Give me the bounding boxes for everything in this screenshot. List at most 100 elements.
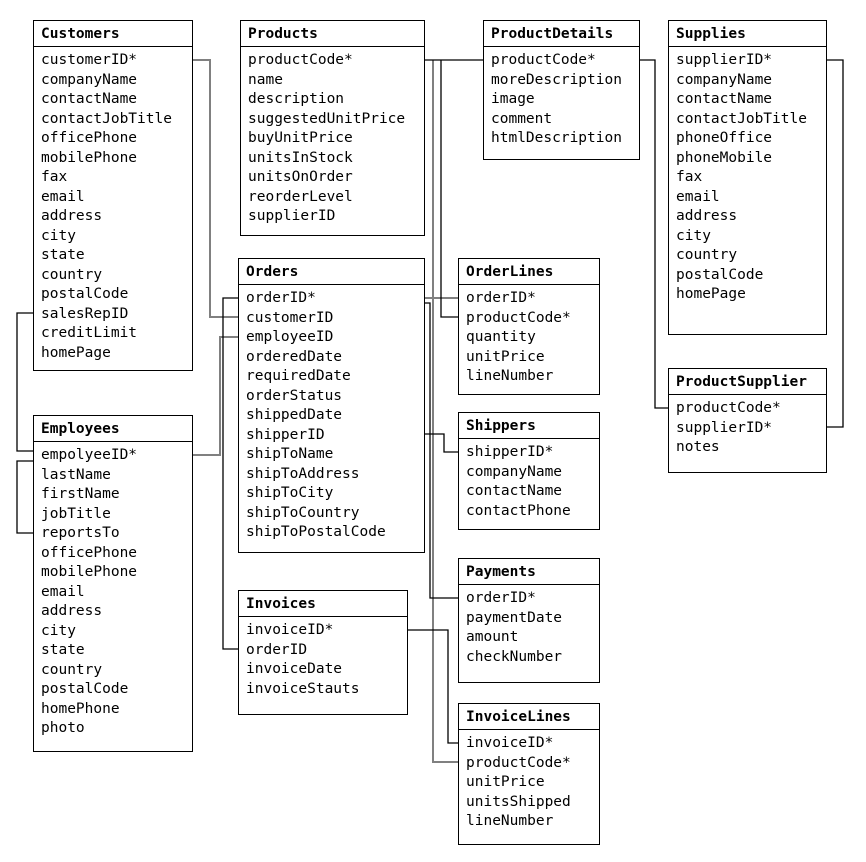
field-row: checkNumber [466, 648, 563, 665]
field-row: state [41, 247, 85, 263]
field-row: suggestedUnitPrice [248, 110, 406, 127]
field-row: email [41, 188, 85, 205]
field-row: firstName [41, 486, 120, 502]
field-row: htmlDescription [491, 130, 622, 146]
field-row: shipperID* [466, 444, 554, 460]
field-row: salesRepID [41, 305, 129, 322]
field-row: lineNumber [466, 813, 554, 829]
field-row: shipToName [246, 446, 334, 462]
field-row: photo [41, 720, 85, 736]
field-row: supplierID* [676, 52, 773, 68]
field-row: country [41, 266, 103, 283]
relationship-line [193, 59, 238, 318]
field-row: paymentDate [466, 609, 563, 626]
field-row: homePhone [41, 700, 120, 717]
field-row: name [248, 71, 283, 88]
field-row: country [676, 247, 738, 263]
table-title: Invoices [239, 591, 407, 617]
field-row: shippedDate [246, 407, 343, 423]
field-row: city [41, 622, 76, 639]
field-row: quantity [466, 329, 536, 345]
table-title: Employees [34, 416, 192, 442]
field-row: orderID* [466, 290, 536, 306]
field-row: image [491, 91, 535, 107]
field-row: companyName [41, 71, 138, 88]
field-row: phoneOffice [676, 130, 773, 146]
field-row: address [41, 603, 103, 619]
field-row: unitsShipped [466, 793, 571, 810]
field-row: companyName [466, 463, 563, 480]
field-row: productCode* [491, 52, 596, 68]
field-row: productCode* [466, 754, 571, 771]
field-row: mobilePhone [41, 149, 138, 166]
field-row: requiredDate [246, 368, 351, 384]
field-row: contactName [41, 91, 138, 107]
field-row: shipToCity [246, 485, 334, 501]
field-list: invoiceID* orderID invoiceDate invoiceStaut… [239, 617, 407, 705]
field-row: invoiceID* [466, 735, 554, 751]
field-row: buyUnitPrice [248, 130, 353, 146]
field-row: email [41, 583, 85, 600]
field-row: email [676, 188, 720, 205]
field-row: orderID [246, 641, 308, 658]
field-row: productCode* [676, 400, 781, 416]
field-row: invoiceDate [246, 661, 343, 677]
field-row: contactName [676, 91, 773, 107]
relationship-line [408, 629, 458, 744]
field-row: invoiceStauts [246, 680, 360, 697]
field-row: phoneMobile [676, 149, 773, 166]
field-row: postalCode [41, 286, 129, 302]
field-row: fax [676, 169, 703, 185]
table-title: Payments [459, 559, 599, 585]
field-row: notes [676, 439, 720, 455]
field-row: city [676, 227, 711, 244]
relationship-line [640, 59, 668, 409]
field-row: orderedDate [246, 348, 343, 365]
table-title: Customers [34, 21, 192, 47]
field-row: invoiceID* [246, 622, 334, 638]
relationship-line [432, 60, 458, 763]
table-title: ProductSupplier [669, 369, 826, 395]
field-row: comment [491, 110, 553, 127]
field-list: productCode*supplierID*notes [669, 395, 826, 464]
table-title: Orders [239, 259, 424, 285]
field-row: lineNumber [466, 368, 554, 384]
field-row: reportsTo [41, 525, 120, 541]
relationship-line [193, 336, 238, 456]
field-row: city [41, 227, 76, 244]
field-row: address [676, 208, 738, 224]
field-row: amount [466, 629, 519, 645]
field-row: unitPrice [466, 348, 545, 365]
field-row: fax [41, 169, 68, 185]
relationship-line [16, 460, 33, 534]
field-row: state [41, 642, 85, 658]
field-row: contactJobTitle [676, 110, 807, 127]
field-row: creditLimit [41, 325, 138, 341]
table-payments[interactable]: Payments orderID* paymentDate amount checkNu… [458, 558, 600, 683]
field-row: description [248, 91, 345, 107]
relationship-line [425, 302, 458, 599]
field-row: shipToPostalCode [246, 524, 386, 540]
field-row: contactJobTitle [41, 110, 172, 127]
field-row: orderID* [466, 590, 536, 606]
field-row: homePage [676, 286, 746, 302]
